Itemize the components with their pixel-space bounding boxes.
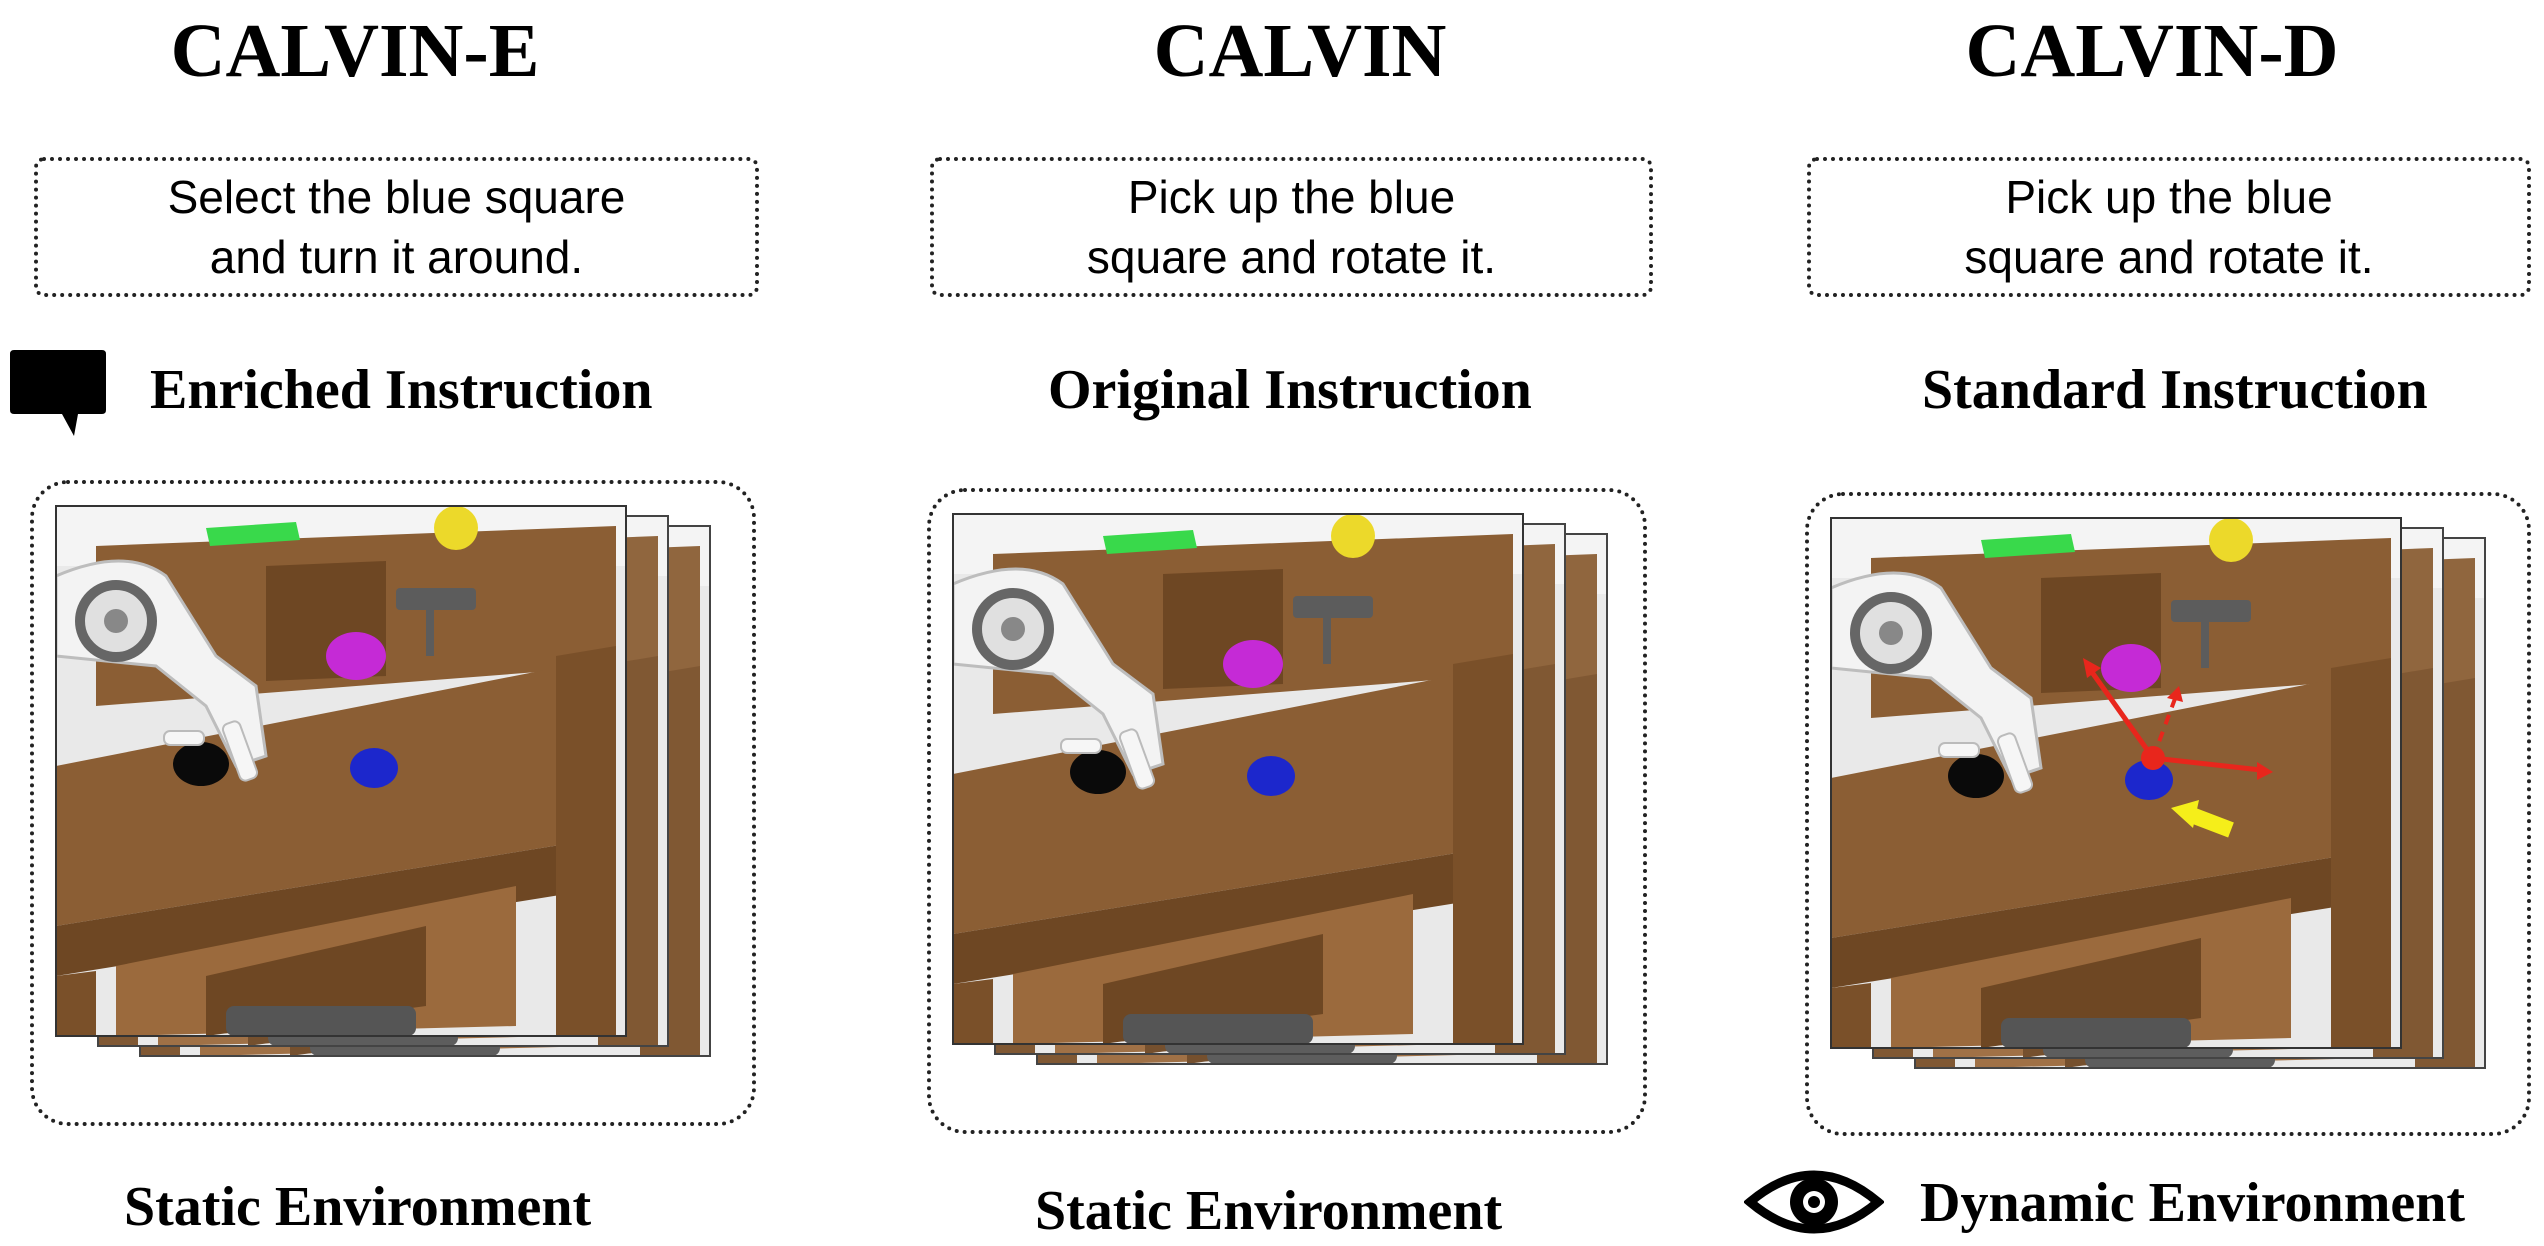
scene-stack [952, 513, 1608, 1065]
gripper-finger [163, 730, 205, 746]
instruction-line: Select the blue square [167, 171, 626, 223]
environment-label: Static Environment [1035, 1180, 1503, 1242]
scene-frame-front [952, 513, 1524, 1045]
gripper-finger [1996, 732, 2034, 794]
grey-slider [2171, 600, 2251, 622]
column-calvin-e: CALVIN-E Select the blue square and turn… [0, 0, 790, 1246]
table-leg [1831, 983, 1871, 1048]
table-leg [2331, 658, 2391, 1048]
drawer-handle [2001, 1018, 2191, 1048]
scene-frame-front [1830, 517, 2402, 1049]
gripper-finger [1060, 738, 1102, 754]
gripper-finger [1938, 742, 1980, 758]
gripper-finger [221, 720, 259, 782]
green-block [1981, 534, 2075, 558]
table-front-edge [56, 836, 616, 976]
environment-frame [1805, 492, 2531, 1136]
yellow-ball [434, 506, 478, 550]
table-leg [56, 971, 96, 1036]
scene-frame-front [55, 505, 627, 1037]
motion-arrow [2086, 666, 2156, 760]
column-title: CALVIN-E [170, 9, 540, 93]
black-button [1948, 754, 2004, 798]
instruction-line: Pick up the blue [2005, 171, 2333, 223]
instruction-line: Pick up the blue [1127, 171, 1456, 223]
speech-bubble-icon [10, 350, 106, 436]
drawer-handle [226, 1006, 416, 1036]
grey-slider [1293, 596, 1373, 618]
blue-block [2125, 760, 2173, 800]
blue-block [1247, 756, 1295, 796]
blue-block [350, 748, 398, 788]
scene-stack [55, 505, 711, 1057]
black-button [1070, 750, 1126, 794]
table-front-edge [953, 844, 1513, 984]
column-calvin-d: CALVIN-D Pick up the blue square and rot… [1744, 0, 2544, 1246]
gripper-finger [1118, 728, 1156, 790]
pink-block [326, 632, 386, 680]
motion-origin-dot [2141, 746, 2165, 770]
environment-label: Dynamic Environment [1920, 1172, 2465, 1234]
yellow-ball [1331, 514, 1375, 558]
green-block [206, 522, 300, 546]
instruction-label: Enriched Instruction [150, 359, 653, 421]
instruction-box: Pick up the blue square and rotate it. [930, 157, 1653, 297]
column-calvin: CALVIN Pick up the blue square and rotat… [895, 0, 1725, 1246]
environment-label: Static Environment [124, 1176, 592, 1238]
instruction-box: Select the blue square and turn it aroun… [34, 157, 759, 297]
grey-slider [396, 588, 476, 610]
instruction-label: Standard Instruction [1922, 359, 2428, 421]
pink-block [1223, 640, 1283, 688]
table-leg [953, 979, 993, 1044]
eye-icon [1744, 1170, 1884, 1234]
table-front-edge [1831, 848, 2391, 988]
scene-stack [1830, 517, 2486, 1069]
column-title: CALVIN-D [1965, 9, 2339, 93]
motion-arrow [2152, 755, 2262, 773]
table-leg [1453, 654, 1513, 1044]
instruction-line: square and rotate it. [1086, 231, 1497, 283]
drawer-handle [1123, 1014, 1313, 1044]
green-block [1103, 530, 1197, 554]
environment-frame [30, 480, 756, 1126]
instruction-line: square and rotate it. [1964, 231, 2374, 283]
instruction-label: Original Instruction [1048, 359, 1532, 421]
yellow-ball [2209, 518, 2253, 562]
table-leg [556, 646, 616, 1036]
environment-frame [927, 488, 1647, 1134]
yellow-arrow [2186, 806, 2234, 838]
pink-block [2101, 644, 2161, 692]
motion-arrow-dashed [2151, 695, 2178, 759]
instruction-box: Pick up the blue square and rotate it. [1807, 157, 2531, 297]
instruction-line: and turn it around. [209, 231, 584, 283]
column-title: CALVIN [1153, 9, 1447, 93]
black-button [173, 742, 229, 786]
